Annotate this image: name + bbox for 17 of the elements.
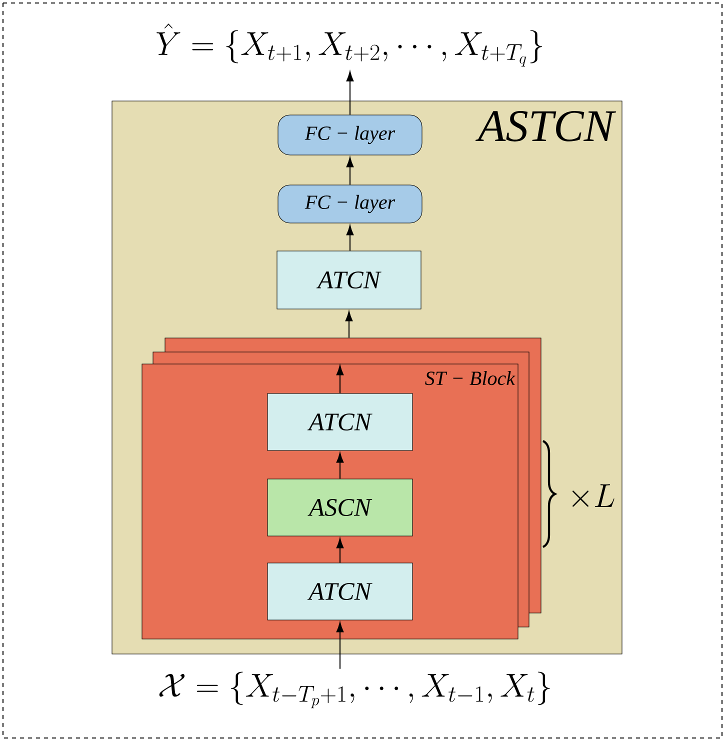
arrow xyxy=(346,71,354,115)
arrow xyxy=(336,452,344,479)
formula-text: $\mathcal{X} = \{X_{t-T_p+1}, \cdots, X_{t-1}, X_t\}$ xyxy=(159,672,550,708)
arrow xyxy=(346,157,354,185)
repeat-label: $\times L$ xyxy=(572,484,614,507)
formula-text: $\hat{Y} = \{X_{t+1}, X_{t+2}, \cdots, X_{t+T_q}\}$ xyxy=(156,24,542,66)
arrow xyxy=(336,622,344,669)
layer-box: ATCN xyxy=(267,393,413,451)
fc-layer-box: FC − layer xyxy=(278,114,422,156)
layer-box: ATCN xyxy=(267,562,413,620)
fc-layer-box: FC − layer xyxy=(278,184,422,224)
arrow xyxy=(346,225,354,251)
layer-box: ATCN xyxy=(276,250,422,310)
arrow xyxy=(345,311,353,338)
layer-box: ASCN xyxy=(267,478,413,536)
arrow xyxy=(336,365,344,394)
arrow xyxy=(336,538,344,563)
